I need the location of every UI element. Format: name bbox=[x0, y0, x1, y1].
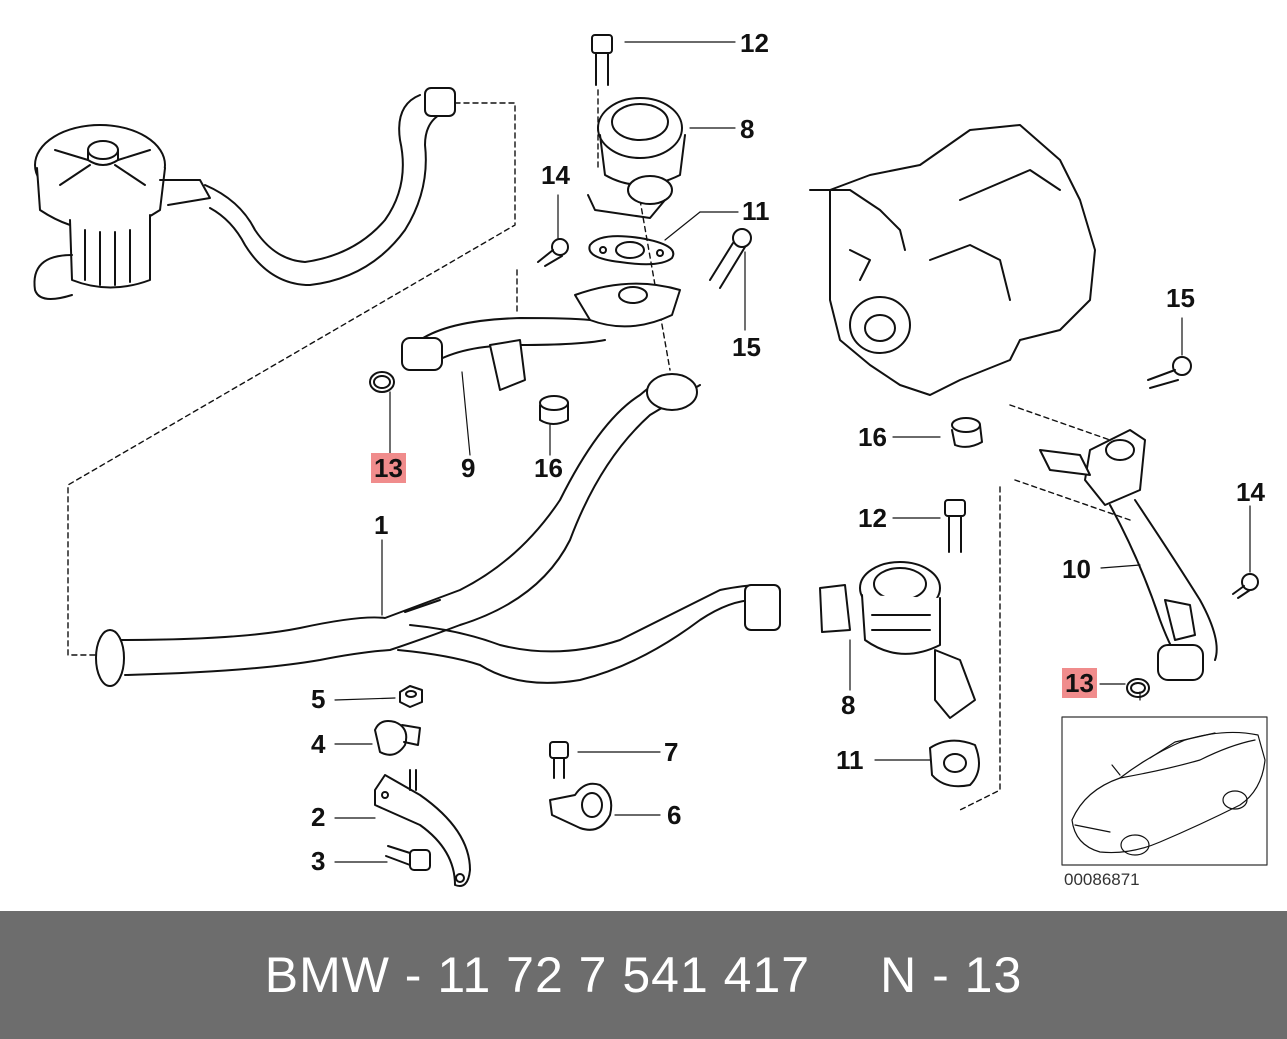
callout-15-top: 15 bbox=[732, 332, 761, 362]
vehicle-inset bbox=[1061, 716, 1268, 866]
callout-6: 6 bbox=[667, 800, 682, 830]
callout-13-right-highlighted: 13 bbox=[1062, 668, 1097, 698]
callout-5: 5 bbox=[311, 684, 326, 714]
part-number-footer: BMW - 11 72 7 541 417 N - 13 bbox=[0, 911, 1287, 1039]
callout-14-right: 14 bbox=[1236, 477, 1265, 507]
exploded-parts-drawing bbox=[33, 34, 1268, 887]
bracket-2 bbox=[374, 769, 471, 887]
bolt-14-top bbox=[537, 238, 569, 267]
bolt-3 bbox=[385, 845, 431, 871]
callout-11-right: 11 bbox=[836, 745, 864, 775]
check-valve-right bbox=[819, 561, 976, 719]
bolt-12-top bbox=[591, 34, 613, 86]
bolt-14-right bbox=[1232, 573, 1259, 599]
pipe-10-drawing bbox=[1039, 429, 1218, 698]
callout-16-right: 16 bbox=[858, 422, 887, 452]
callout-3: 3 bbox=[311, 846, 326, 876]
callout-14-top: 14 bbox=[541, 160, 570, 190]
callout-4: 4 bbox=[311, 729, 326, 759]
callout-7: 7 bbox=[664, 737, 679, 767]
callout-9: 9 bbox=[461, 453, 476, 483]
clamp-4 bbox=[374, 720, 421, 756]
sleeve-16-right bbox=[951, 417, 983, 448]
pipe-9-drawing bbox=[369, 282, 681, 393]
bolt-12-right bbox=[944, 499, 966, 553]
y-pipe-1 bbox=[95, 373, 781, 687]
bolt-7 bbox=[549, 741, 569, 779]
engine-block-drawing bbox=[809, 124, 1096, 396]
callout-12-right: 12 bbox=[858, 503, 887, 533]
upper-air-hose bbox=[204, 87, 456, 286]
callout-12-top: 12 bbox=[740, 28, 769, 58]
callout-13-left-highlighted: 13 bbox=[371, 453, 406, 483]
air-pump-drawing bbox=[33, 124, 211, 300]
callout-8-right: 8 bbox=[841, 690, 856, 720]
callout-16-left: 16 bbox=[534, 453, 563, 483]
sleeve-16-left bbox=[539, 395, 569, 425]
callout-1: 1 bbox=[374, 510, 389, 540]
gasket-top bbox=[588, 235, 675, 266]
nut-5 bbox=[399, 685, 423, 708]
clamp-6 bbox=[549, 782, 613, 831]
callout-15-right: 15 bbox=[1166, 283, 1195, 313]
part-number-label: BMW - 11 72 7 541 417 bbox=[264, 947, 811, 1003]
callout-2: 2 bbox=[311, 802, 326, 832]
callout-11-top: 11 bbox=[742, 196, 770, 226]
diagram-reference-code: 00086871 bbox=[1064, 870, 1140, 889]
gasket-right bbox=[929, 739, 980, 788]
callout-8-top: 8 bbox=[740, 114, 755, 144]
footer-text-row: BMW - 11 72 7 541 417 N - 13 bbox=[0, 911, 1287, 1039]
bolt-15-top bbox=[709, 228, 752, 289]
position-label: N - 13 bbox=[880, 947, 1023, 1003]
bolt-15-right bbox=[1147, 356, 1192, 389]
callout-10: 10 bbox=[1062, 554, 1091, 584]
check-valve-top bbox=[587, 97, 686, 219]
callout-leader-lines bbox=[334, 41, 1251, 863]
